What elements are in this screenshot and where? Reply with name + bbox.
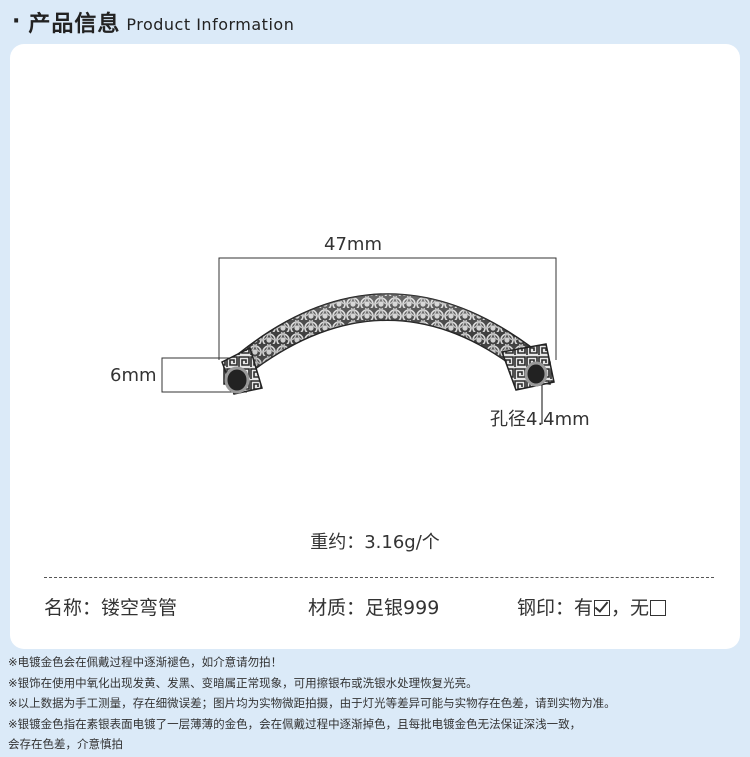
info-stamp: 钢印：有 ，无 — [517, 593, 667, 620]
header-bullet: · — [12, 9, 21, 34]
note-measurement: ※以上数据为手工测量，存在细微误差；图片均为实物微距拍摄，由于灯光等差异可能与实… — [8, 696, 616, 710]
length-label: 47mm — [324, 234, 382, 255]
stamp-no-checkbox-empty-icon — [650, 600, 667, 616]
header-title-cn: 产品信息 — [28, 12, 121, 37]
material-label: 材质： — [308, 597, 366, 619]
length-dimension-lines — [218, 257, 557, 360]
note-color-difference: 会存在色差，介意慎拍 — [8, 737, 123, 751]
curved-tube — [221, 293, 555, 395]
note-gold-plating: ※银镀金色指在素银表面电镀了一层薄薄的金色，会在佩戴过程中逐渐掉色，且每批电镀金… — [8, 716, 582, 731]
name-label: 名称： — [44, 597, 102, 619]
stamp-separator: ， — [611, 597, 631, 619]
stamp-yes-label: 有 — [574, 597, 594, 619]
note-oxidation: ※银饰在使用中氧化出现发黄、发黑、变暗属正常现象，可用擦银布或洗银水处理恢复光亮… — [8, 675, 478, 690]
product-card: 47mm 6mm 孔径4.4mm 重约：3.16g/个 名称：镂空弯管 材质：足… — [10, 44, 740, 649]
product-illustration — [161, 257, 557, 424]
note-plating: ※电镀金色会在佩戴过程中逐渐褪色，如介意请勿拍！ — [8, 655, 283, 669]
section-header: · 产品信息 Product Information — [0, 0, 750, 44]
name-value: 镂空弯管 — [101, 597, 178, 619]
material-value: 足银999 — [365, 597, 440, 619]
stamp-no-label: 无 — [630, 597, 650, 619]
info-material: 材质：足银999 — [308, 593, 439, 620]
diameter-label: 6mm — [110, 365, 157, 386]
header-title-en: Product Information — [126, 14, 295, 34]
hole-diameter-label: 孔径4.4mm — [490, 409, 590, 430]
weight-label: 重约：3.16g/个 — [310, 532, 440, 553]
notes-section: ※电镀金色会在佩戴过程中逐渐褪色，如介意请勿拍！ ※银饰在使用中氧化出现发黄、发… — [8, 652, 743, 755]
stamp-yes-checkbox-checked-icon — [594, 598, 611, 616]
dashed-divider — [44, 577, 714, 578]
diameter-dimension-lines — [161, 357, 247, 393]
stamp-label: 钢印： — [517, 597, 575, 619]
info-name: 名称：镂空弯管 — [44, 593, 177, 620]
